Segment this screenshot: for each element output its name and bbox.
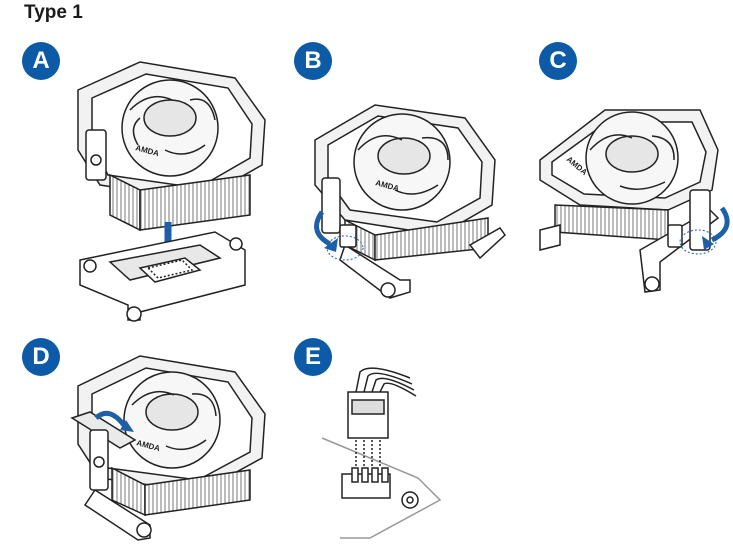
step-a-mounting-bracket	[79, 231, 246, 322]
step-a-badge: A	[22, 42, 60, 80]
step-a-cooler: AMDA	[77, 61, 266, 232]
step-d-lever-arrow	[94, 410, 134, 432]
step-b-cooler: AMDA	[314, 104, 506, 299]
step-c-cooler: AMDA	[539, 109, 720, 293]
step-e-fan-connector	[321, 367, 442, 539]
step-b-badge: B	[294, 42, 332, 80]
step-c-badge: C	[539, 42, 577, 80]
step-d-cooler: AMDA	[70, 355, 266, 541]
step-b-rotate-arrow	[314, 210, 364, 261]
step-d-badge: D	[22, 338, 60, 376]
page-title: Type 1	[24, 2, 83, 23]
step-c-rotate-arrow	[679, 206, 730, 255]
step-e-badge: E	[294, 338, 332, 376]
